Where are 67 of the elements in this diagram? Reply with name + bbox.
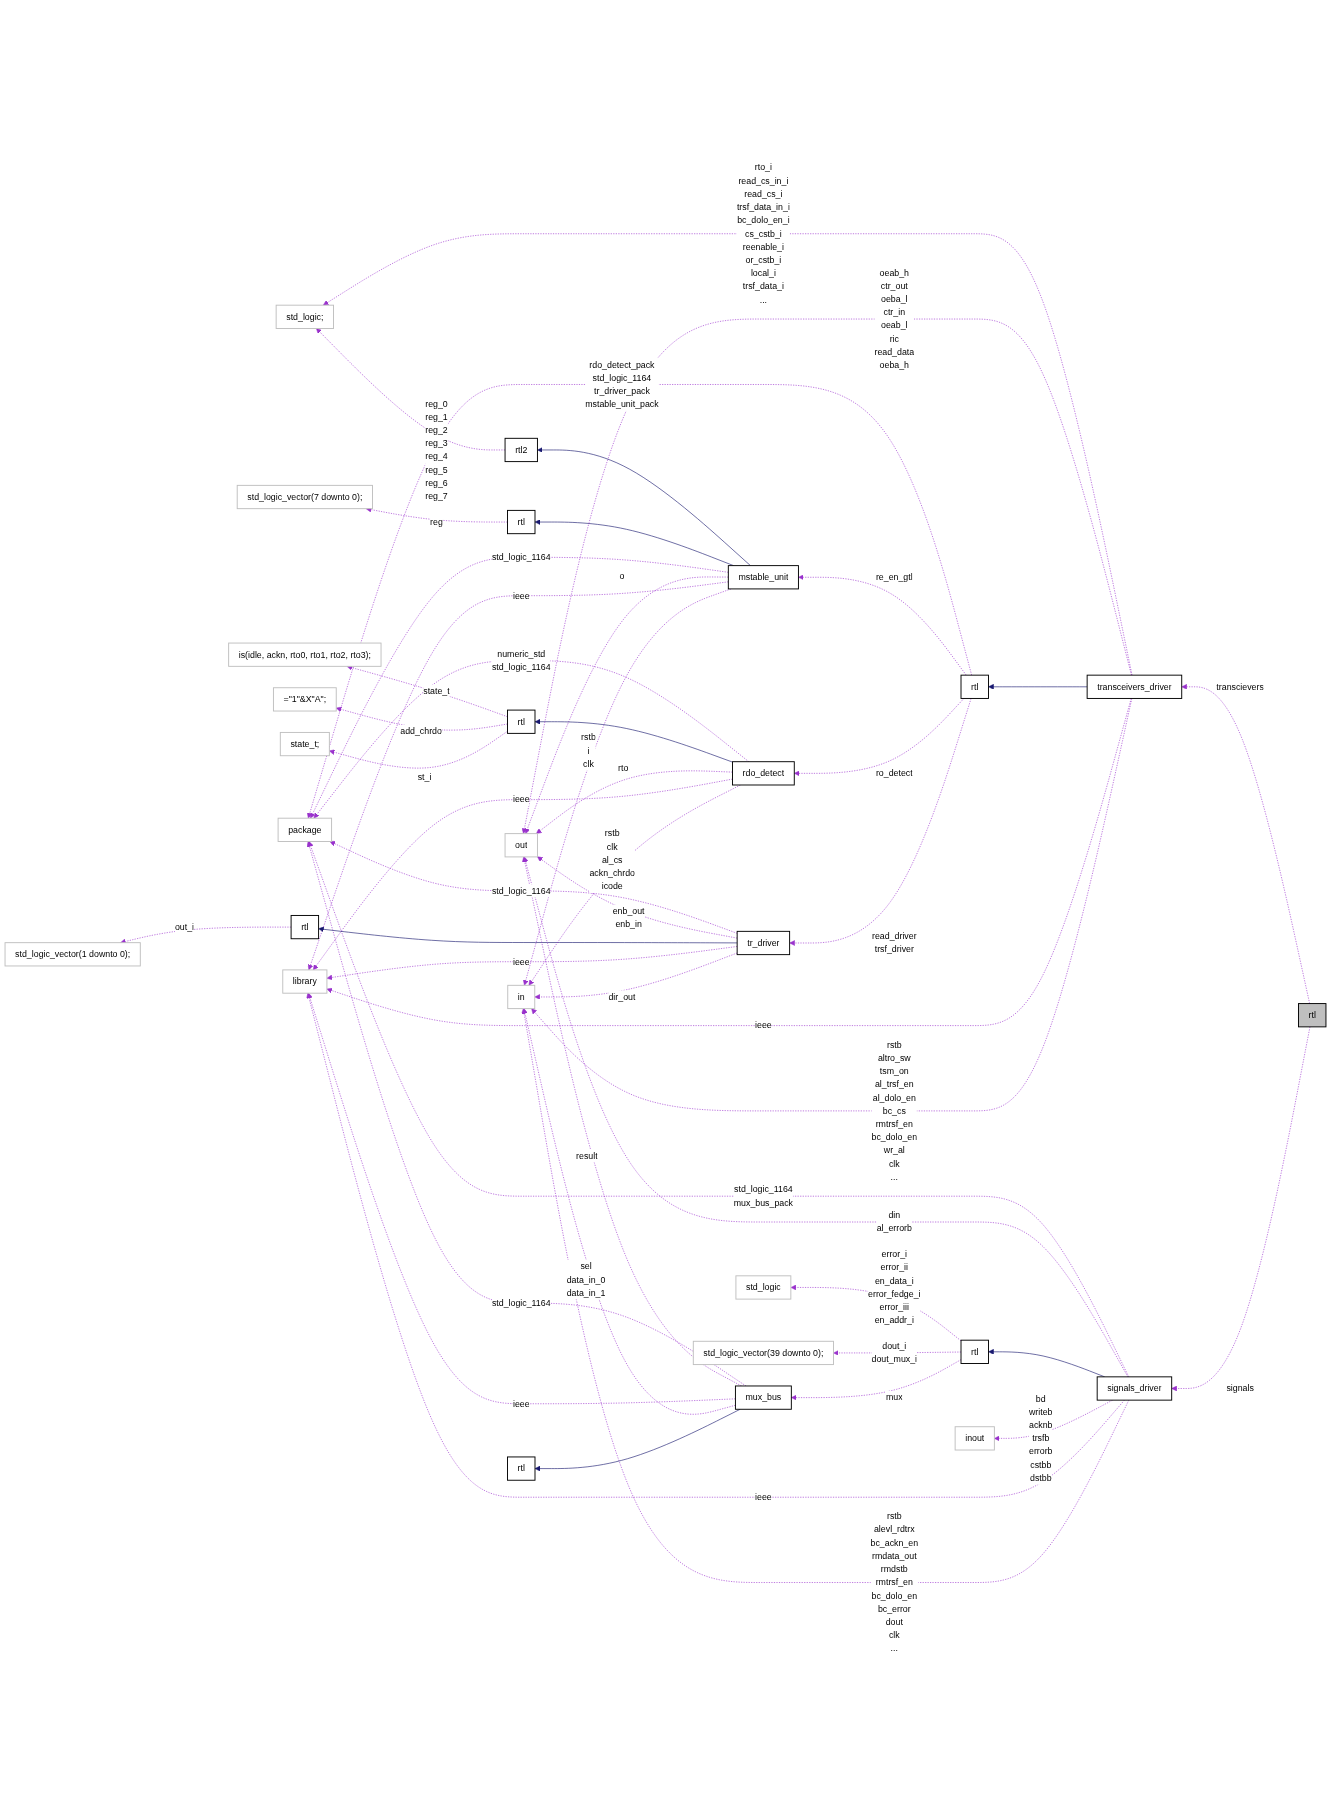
edge-label: enb_out enb_in xyxy=(612,905,645,930)
edge-label: bd writeb acknb trsfb errorb cstbb dstbb xyxy=(1029,1393,1053,1483)
node-box: rtl xyxy=(507,709,536,734)
edge-label: rdo_detect_pack std_logic_1164 tr_driver_pack mstable_unit_pack xyxy=(585,359,659,409)
edge-label: dir_out xyxy=(608,991,636,1002)
edge-label: state_t xyxy=(423,685,450,696)
edge-label: rto_i read_cs_in_i read_cs_i trsf_data_in_i bc_dolo_en_i cs_cstb_i reenable_i or_cstb_i local_i trsf_data_i ... xyxy=(736,162,790,305)
edge-label: ro_detect xyxy=(875,767,913,778)
edge-label: std_logic_1164 mux_bus_pack xyxy=(733,1184,794,1208)
edge-label: rstb i clk xyxy=(581,732,596,769)
node-box: rtl xyxy=(960,674,989,699)
node-box: std_logic_vector(39 downto 0); xyxy=(692,1340,834,1365)
node-box: library xyxy=(282,969,328,994)
node-box: rtl xyxy=(507,1456,536,1481)
edge-label: signals xyxy=(1226,1383,1254,1394)
edge-label: result xyxy=(576,1150,598,1161)
node-box: std_logic xyxy=(735,1275,792,1300)
node-box: rtl xyxy=(507,509,536,534)
edge-label: read_driver trsf_driver xyxy=(872,930,917,955)
edge-label: std_logic_1164 xyxy=(491,885,551,896)
edge-label: rstb altro_sw tsm_on al_trsf_en al_dolo_en bc_cs rmtrsf_en bc_dolo_en wr_al clk ... xyxy=(871,1039,918,1182)
edge-label: din al_errorb xyxy=(876,1209,912,1234)
edge-label: dout_i dout_mux_i xyxy=(871,1340,918,1365)
edge-label: ieee xyxy=(755,1491,772,1502)
edge-label: add_chrdo xyxy=(400,725,442,737)
node-box: is(idle, ackn, rto0, rto1, rto2, rto3); xyxy=(228,642,382,667)
edge-label: oeab_h ctr_out oeba_l ctr_in oeab_l ric read_data oeba_h xyxy=(874,267,915,370)
node-box: rtl2 xyxy=(504,437,538,462)
edge-label: o xyxy=(619,570,625,582)
edge-label: ieee xyxy=(512,794,530,805)
node-box: std_logic_vector(7 downto 0); xyxy=(236,484,373,509)
edge-label: mux xyxy=(885,1392,903,1403)
node-box: std_logic; xyxy=(275,304,334,329)
edge-label: ieee xyxy=(512,1398,530,1409)
node-box: in xyxy=(507,984,536,1009)
edge-label: ieee xyxy=(755,1020,772,1031)
edge-label: rto xyxy=(618,762,629,773)
node-box: out xyxy=(504,833,538,858)
node-box: signals_driver xyxy=(1096,1376,1173,1401)
node-box: package xyxy=(277,817,333,842)
node-box: mstable_unit xyxy=(727,565,799,590)
node-box: tr_driver xyxy=(736,930,791,955)
edge-label: transcievers xyxy=(1216,681,1264,692)
node-box: mux_bus xyxy=(734,1385,792,1410)
node-box: rtl xyxy=(1298,1002,1327,1028)
node-box: transceivers_driver xyxy=(1086,674,1183,699)
edge-label: out_i xyxy=(174,921,195,932)
node-box: rdo_detect xyxy=(732,761,795,786)
node-box: rtl xyxy=(290,914,320,940)
edge-label: ieee xyxy=(512,956,530,967)
edge-label: error_i error_ii en_data_i error_fedge_i error_iii en_addr_i xyxy=(868,1248,921,1326)
edge-label: ieee xyxy=(512,590,530,601)
edge-label: st_i xyxy=(417,771,432,782)
edge-label: rstb alevl_rdtrx bc_ackn_en rmdata_out rmdstb rmtrsf_en bc_dolo_en bc_error dout clk ... xyxy=(870,1510,919,1654)
edge-label: re_en_gtl xyxy=(875,571,913,582)
edge-label: rstb clk al_cs ackn_chrdo icode xyxy=(589,827,636,891)
edge-label: std_logic_1164 xyxy=(491,551,551,562)
node-box: ="1"&X"A"; xyxy=(272,687,337,712)
node-box: inout xyxy=(954,1426,995,1451)
edge-label: reg_0 reg_1 reg_2 reg_3 reg_4 reg_5 reg_6 reg_7 xyxy=(425,398,448,501)
node-box: state_t; xyxy=(279,731,330,757)
node-box: std_logic_vector(1 downto 0); xyxy=(4,942,141,967)
edge-label: sel data_in_0 data_in_1 xyxy=(566,1261,606,1298)
edge-label: reg xyxy=(430,516,443,527)
edge-label: numeric_std std_logic_1164 xyxy=(491,648,551,672)
node-box: rtl xyxy=(960,1339,989,1364)
edge-label: std_logic_1164 xyxy=(491,1297,551,1308)
